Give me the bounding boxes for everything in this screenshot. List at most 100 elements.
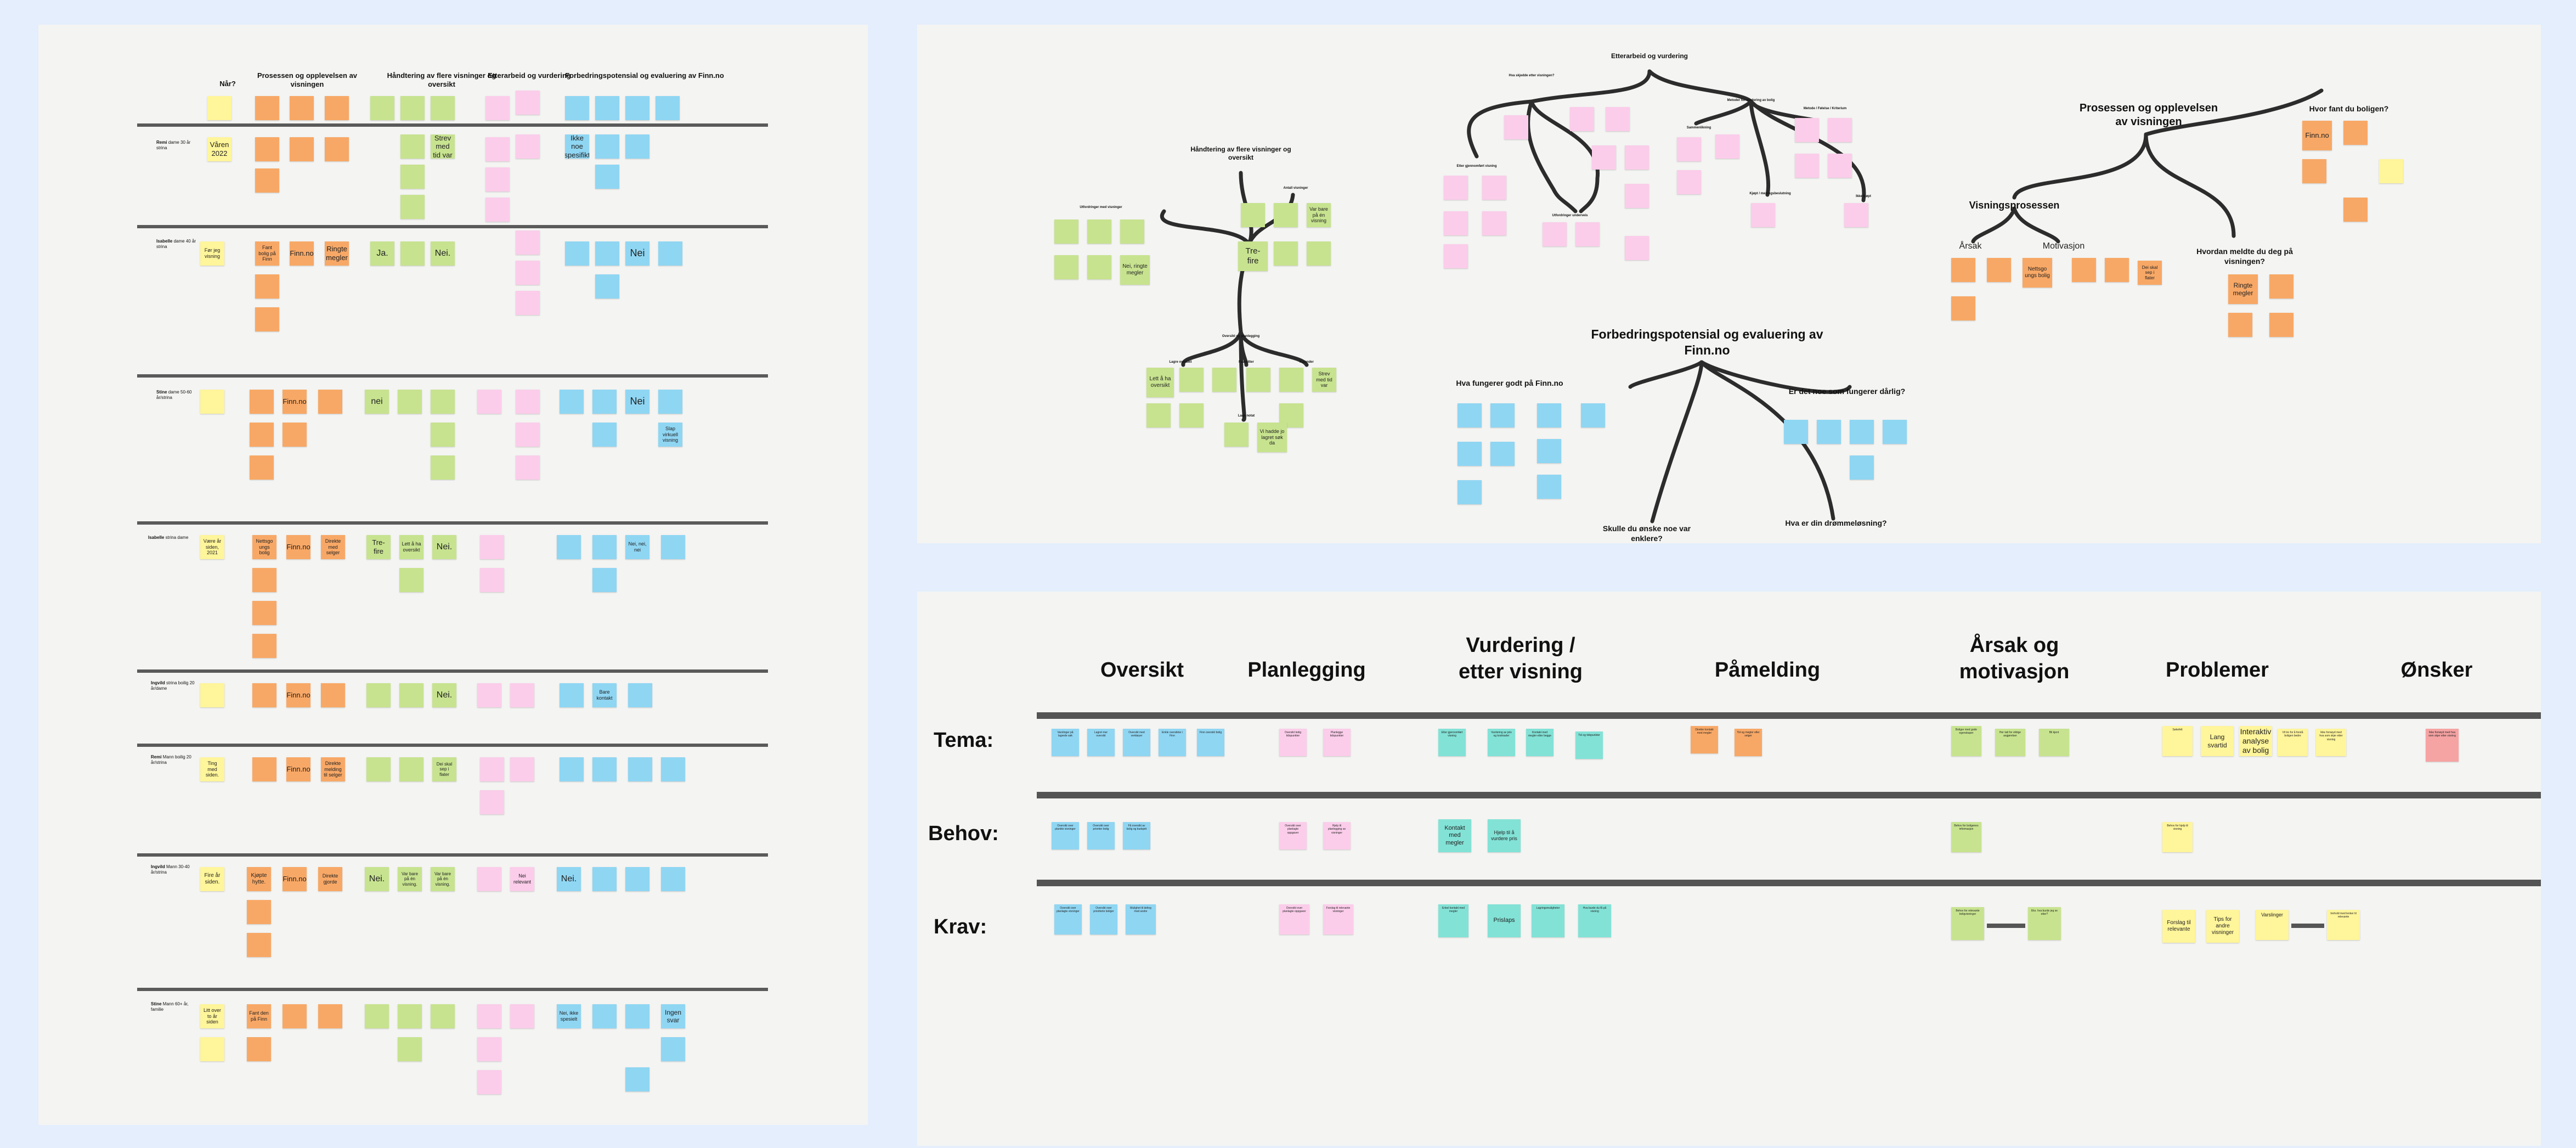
sticky-note[interactable] [1677,137,1701,161]
sticky-note[interactable] [628,683,652,707]
sticky-note[interactable]: Her tatt for viktige avgjørelser [1995,729,2025,756]
sticky-note[interactable] [480,568,504,592]
sticky-note[interactable]: Finn.no [286,757,310,781]
sticky-note[interactable] [1307,241,1331,266]
sticky-note[interactable] [516,261,540,285]
sticky-note[interactable]: Enkle oversikter i Finn [1159,729,1186,756]
sticky-note[interactable] [255,137,279,161]
sticky-note[interactable] [516,291,540,315]
sticky-note[interactable]: Nettsgo ungs bolig [252,535,276,559]
sticky-note[interactable] [1241,203,1265,227]
sticky-note[interactable]: Kontakt med megler etter begge [1526,729,1553,756]
sticky-note[interactable]: Oversikt over prioriter bolig [1087,822,1115,849]
sticky-note[interactable] [283,1004,307,1028]
sticky-note[interactable] [252,683,276,707]
sticky-note[interactable]: Direkte gjorde [318,867,342,891]
sticky-note[interactable]: Prislaps [1488,904,1521,937]
sticky-note[interactable] [510,1004,534,1028]
sticky-note[interactable] [431,96,455,120]
sticky-note[interactable] [2343,198,2368,222]
sticky-note[interactable] [625,134,649,159]
sticky-note[interactable]: Litt over to år siden [200,1004,224,1028]
sticky-note[interactable]: Bare kontakt [592,683,617,707]
sticky-note[interactable] [625,96,649,120]
sticky-note[interactable] [510,683,534,707]
sticky-note[interactable] [321,683,345,707]
sticky-note[interactable] [1625,184,1649,208]
sticky-note[interactable] [252,568,276,592]
sticky-note[interactable] [477,683,501,707]
sticky-note[interactable]: Finn.no [290,241,314,266]
sticky-note[interactable]: Lett å ha oversikt [399,535,423,559]
sticky-note[interactable] [477,1037,501,1061]
sticky-note[interactable] [250,390,274,414]
sticky-note[interactable]: Nei, ikke spesielt [557,1004,581,1028]
sticky-note[interactable] [1224,423,1249,447]
sticky-note[interactable] [1212,368,1236,392]
sticky-note[interactable]: Nei. [432,535,456,559]
sticky-note[interactable]: Var bare på én visning. [398,867,422,891]
sticky-note[interactable] [1274,241,1298,266]
sticky-note[interactable] [247,900,271,924]
sticky-note[interactable] [592,757,617,781]
sticky-note[interactable] [400,96,425,120]
sticky-note[interactable] [250,455,274,480]
sticky-note[interactable] [1246,368,1270,392]
sticky-note[interactable]: Nei [625,241,649,266]
sticky-note[interactable]: Vi hadde jo lagret søk da [1257,423,1287,452]
sticky-note[interactable]: Behov for hjelp til visning [2162,822,2193,852]
sticky-note[interactable] [431,1004,455,1028]
sticky-note[interactable]: Våren 2022 [207,137,231,161]
sticky-note[interactable] [1504,115,1528,139]
sticky-note[interactable]: Hjelp til planlegging av visninger [1323,822,1351,849]
sticky-note[interactable] [592,568,617,592]
sticky-note[interactable] [480,790,504,814]
sticky-note[interactable] [1179,368,1204,392]
sticky-note[interactable]: Var bare på én visning [1307,203,1331,227]
sticky-note[interactable]: Var bare på én visning. [431,867,455,891]
sticky-note[interactable] [661,1037,685,1061]
sticky-note[interactable] [516,91,540,115]
sticky-note[interactable] [325,96,349,120]
sticky-note[interactable] [595,274,619,299]
sticky-note[interactable]: Nei. [557,867,581,891]
sticky-note[interactable]: Hjelp til å vurdere pris [1488,819,1521,852]
sticky-note[interactable]: Ingen svar [661,1004,685,1028]
sticky-note[interactable] [1274,203,1298,227]
sticky-note[interactable] [1817,420,1841,444]
sticky-note[interactable]: Kontakt med megler [1438,819,1471,852]
sticky-note[interactable] [1795,154,1819,178]
sticky-note[interactable] [290,137,314,161]
sticky-note[interactable]: Dei skal sep i flater [432,757,456,781]
sticky-note[interactable]: Bli kjent [2039,729,2069,756]
sticky-note[interactable]: Ringte megler [2228,274,2258,304]
sticky-note[interactable]: Tips for andre visninger [2206,910,2239,943]
sticky-note[interactable]: Tid og megler eller selger [1735,729,1762,756]
sticky-note[interactable]: Finn.no [2302,121,2332,150]
sticky-note[interactable] [1677,170,1701,194]
sticky-note[interactable] [1054,220,1078,244]
sticky-note[interactable] [1054,255,1078,279]
sticky-note[interactable]: Finn.no [286,683,310,707]
sticky-note[interactable] [1179,403,1204,427]
sticky-note[interactable] [516,455,540,480]
sticky-note[interactable] [1482,211,1506,235]
sticky-note[interactable] [1581,403,1605,427]
sticky-note[interactable] [560,683,584,707]
sticky-note[interactable]: Varslinger på lagrede søk [1052,729,1079,756]
sticky-note[interactable]: Nei. [432,683,456,707]
sticky-note[interactable] [200,683,224,707]
sticky-note[interactable] [1279,368,1303,392]
sticky-note[interactable] [400,195,425,219]
sticky-note[interactable]: Behov for boligenes informasjon [1951,822,1981,852]
sticky-note[interactable] [283,423,307,447]
sticky-note[interactable] [480,535,504,559]
sticky-note[interactable] [656,96,680,120]
sticky-note[interactable]: Etter gjennomført visning [1438,729,1466,756]
sticky-note[interactable] [625,1004,649,1028]
sticky-note[interactable] [2343,121,2368,145]
sticky-note[interactable] [480,757,504,781]
sticky-note[interactable] [1482,176,1506,200]
sticky-note[interactable] [595,96,619,120]
sticky-note[interactable] [1828,118,1852,142]
